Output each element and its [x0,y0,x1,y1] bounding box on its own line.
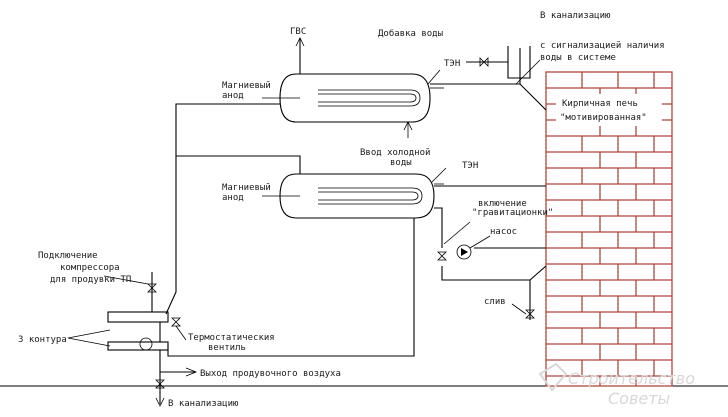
drain-leader [511,303,527,315]
upper-ten-leader [427,69,441,85]
pump-arrow-icon [461,248,468,256]
three-circuits-label: 3 контура [18,335,67,345]
add-water-valve-icon [479,57,489,67]
cold-water-arrow-icon [403,121,413,131]
thermo-valve-leader [175,325,187,341]
pump-label: насос [490,227,517,237]
pipe-upper-to-stove [430,83,547,111]
circuits-leader-a [67,329,111,339]
pipe-lower-to-pump [434,207,443,248]
sewer-top-label-2: с сигнализацией наличия [540,41,665,51]
cold-in-label-2: воды [390,158,412,168]
lower-ten-leader [431,167,447,183]
compressor-leader [103,275,149,285]
cold-in-label-1: Ввод холодной [360,148,430,158]
lower-tank [262,167,447,219]
labels: ГВС Добавка воды В канализацию с сигнали… [18,11,665,409]
stove-label-2: "мотивированная" [560,113,647,123]
floor-pump-icon [139,337,153,351]
anode-top-label-1: Магниевый [222,81,271,91]
bottom-sewer-arrow-icon [155,397,165,407]
stove-label-1: Кирпичная печь [562,99,638,109]
fittings [139,57,535,389]
watermark: Строительство Советы [538,362,695,408]
pipe-return-to-stove [441,265,547,281]
thermo-valve-label-1: Термостатическия [188,333,275,343]
expansion-loop [507,46,531,79]
stove-label-bg [556,94,662,126]
gravity-valve-icon [437,251,447,261]
thermo-valve-label-2: вентиль [208,343,246,353]
sewer-top-leader [515,59,541,85]
manifold-bottom [107,341,169,351]
gravity-leader [443,221,471,245]
pipe-upper-left-loop [175,103,301,174]
anode-top-label-2: анод [222,91,244,101]
sewer-top-label-1: В канализацию [540,11,611,21]
gravity-label-1: включение [478,199,527,209]
pipes [107,46,547,407]
anode-bottom-label-1: Магниевый [222,183,271,193]
lower-heater-coil [318,187,423,205]
sewer-top-label-3: воды в системе [540,53,616,63]
lower-heater-coil-inner [318,191,419,201]
brick-stove [545,71,673,387]
air-out-label: Выход продувочного воздуха [200,369,341,379]
manifold-top [107,311,169,323]
gravity-label-2: "гравитационки" [472,208,553,218]
pump-icon [456,244,472,260]
ten-top-label: ТЭН [444,59,460,69]
hot-water-arrow-icon [295,37,305,47]
leaders [67,59,541,347]
compressor-label-1: Подключение [38,251,98,261]
pipe-left-down [165,156,177,315]
compressor-label-3: для продувки ТП [50,275,131,285]
brick-pattern [546,72,672,386]
pump-leader [469,235,491,249]
pipe-air-out [159,350,196,373]
drain-label: слив [484,297,506,307]
compressor-valve-icon [147,283,157,293]
air-out-valve-icon [155,379,165,389]
upper-heater-coil [318,89,421,107]
lower-tank-body [279,173,435,219]
watermark-logo-icon [538,362,568,392]
add-water-label: Добавка воды [378,28,443,39]
air-out-arrow-icon [185,367,198,377]
watermark-line-2: Советы [608,389,670,408]
upper-tank-body [279,73,431,123]
watermark-line-1: Строительство [568,369,695,388]
gvs-label: ГВС [290,27,306,37]
upper-heater-coil-inner [318,93,417,103]
thermostatic-valve-icon [171,317,181,327]
compressor-label-2: компрессора [60,263,120,273]
sewer-bottom-label: В канализацию [168,399,239,409]
upper-tank [262,37,444,138]
drain-valve-icon [525,309,535,319]
ten-bottom-label: ТЭН [462,161,478,171]
anode-bottom-label-2: анод [222,193,244,203]
circuits-leader-b [67,337,111,347]
